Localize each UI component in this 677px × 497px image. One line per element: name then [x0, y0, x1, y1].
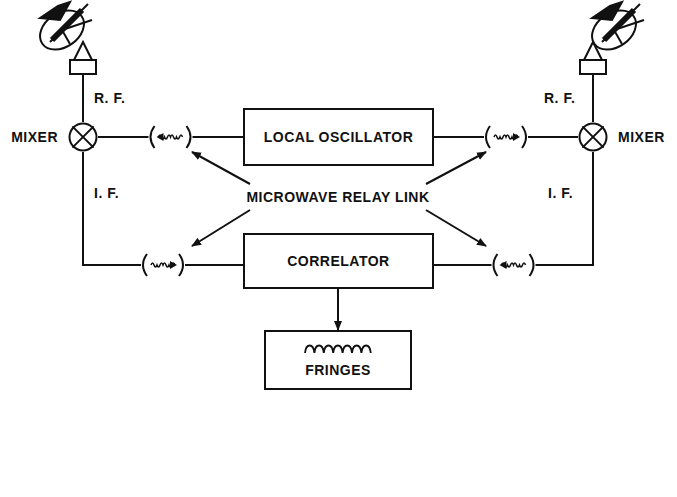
antenna-dish: [580, 2, 644, 74]
fringe-wave: [303, 342, 373, 356]
box-label: CORRELATOR: [287, 253, 389, 269]
relay-link-symbol: [141, 253, 185, 277]
mixer-label: MIXER: [618, 129, 665, 145]
output-box: FRINGES: [264, 330, 412, 390]
relay-link-symbol: [492, 253, 536, 277]
signal-label: R. F.: [92, 90, 127, 106]
box-label: LOCAL OSCILLATOR: [264, 129, 414, 145]
rf-line: [592, 74, 594, 122]
signal-connector: [434, 152, 593, 265]
signal-label: I. F.: [546, 185, 575, 201]
box-label: FRINGES: [305, 362, 371, 378]
relay-link-symbol: [484, 125, 528, 149]
signal-connector: [337, 289, 339, 330]
relay-link-symbol: [149, 125, 193, 149]
mixer-symbol: MIXER: [578, 122, 608, 152]
process-box: CORRELATOR: [243, 233, 434, 289]
leader-arrows: [192, 152, 486, 246]
signal-label: I. F.: [92, 185, 121, 201]
callout-label: MICROWAVE RELAY LINK: [244, 189, 431, 205]
antenna-dish: [33, 2, 96, 74]
signal-connector: [83, 152, 243, 265]
mixer-symbol: MIXER: [68, 122, 98, 152]
signal-connector: [98, 136, 243, 138]
mixer-circle: [578, 122, 608, 152]
signal-connector: [434, 136, 578, 138]
mixer-circle: [68, 122, 98, 152]
mixer-label: MIXER: [11, 129, 58, 145]
signal-label: R. F.: [542, 90, 577, 106]
process-box: LOCAL OSCILLATOR: [243, 108, 434, 166]
rf-line: [82, 74, 84, 122]
